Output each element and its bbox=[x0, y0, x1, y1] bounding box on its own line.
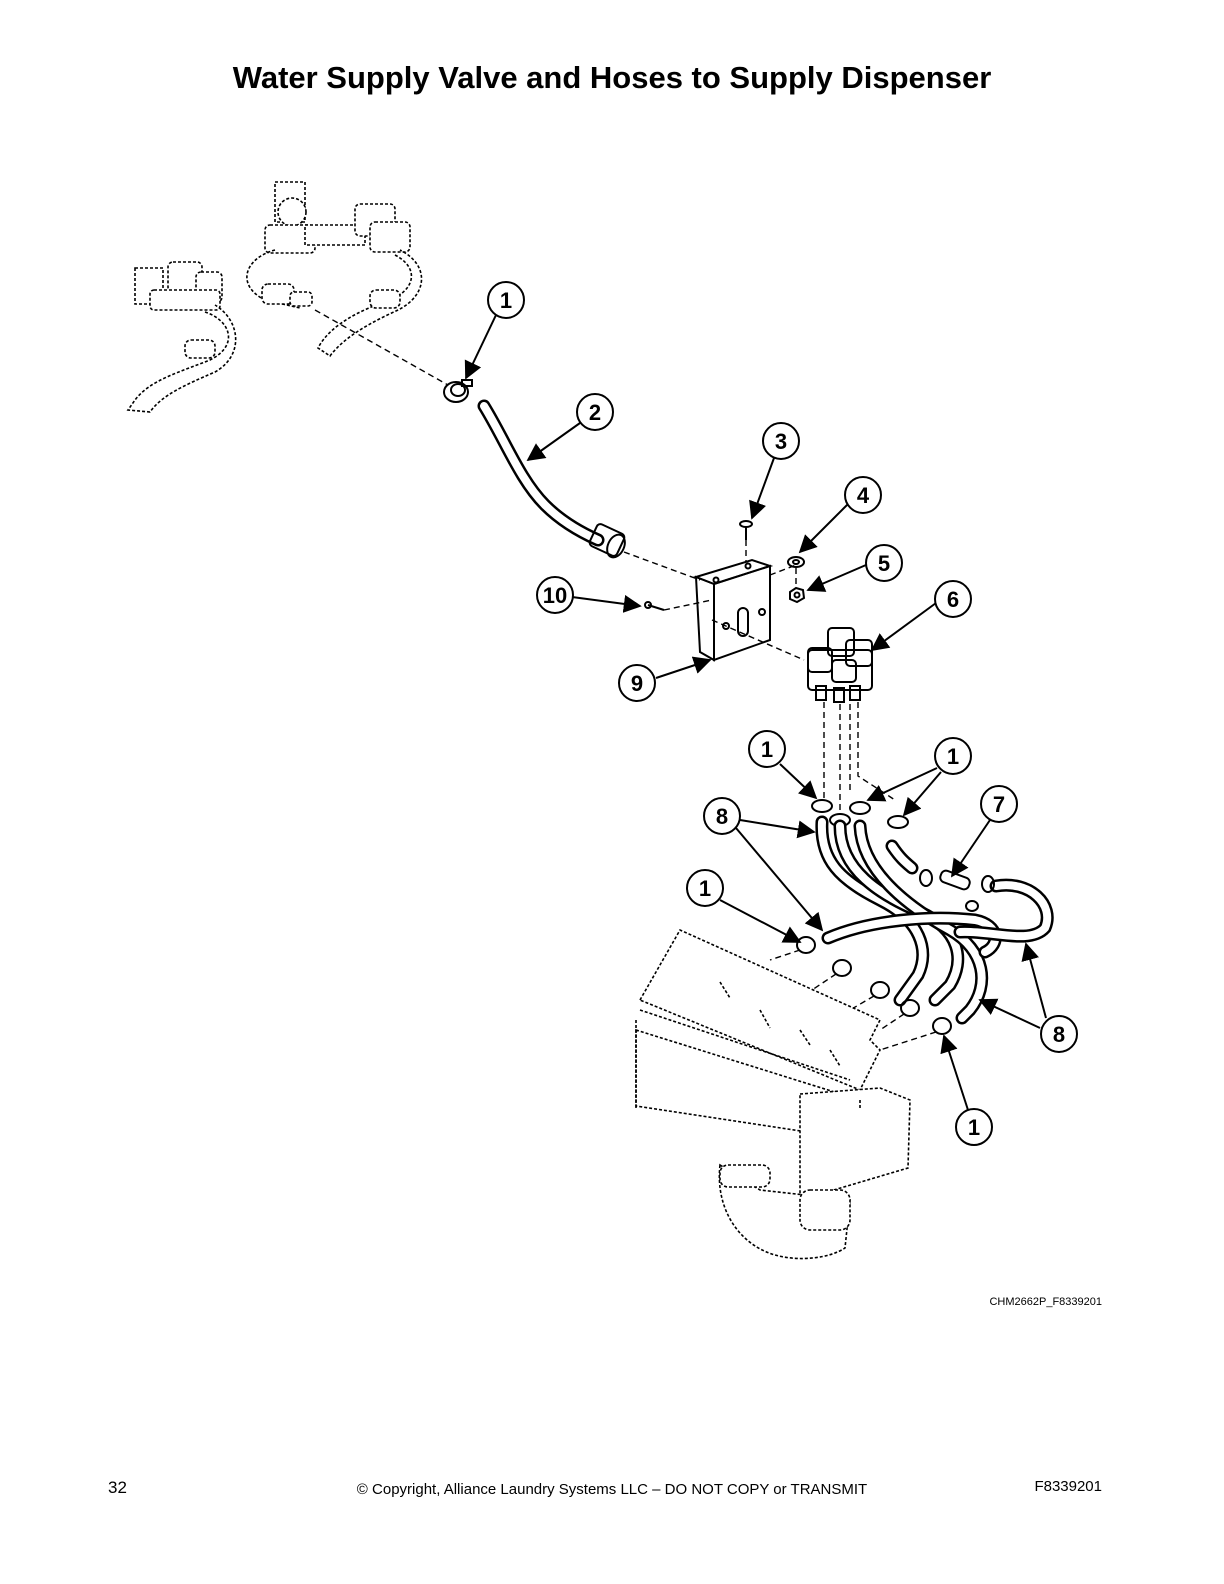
callout-part-2: 2 bbox=[576, 393, 614, 431]
callout-part-10: 10 bbox=[536, 576, 574, 614]
assembly-line bbox=[314, 309, 449, 386]
svg-text:1: 1 bbox=[761, 737, 773, 762]
callout-part-7: 7 bbox=[980, 785, 1018, 823]
callout-part-1-bottom: 1 bbox=[955, 1108, 993, 1146]
callout-part-1-left: 1 bbox=[748, 730, 786, 768]
callout-part-5: 5 bbox=[865, 544, 903, 582]
svg-text:2: 2 bbox=[589, 400, 601, 425]
assembly-line bbox=[623, 551, 701, 581]
document-number: F8339201 bbox=[1034, 1478, 1102, 1495]
washer-part-4 bbox=[787, 556, 805, 568]
svg-text:8: 8 bbox=[1053, 1022, 1065, 1047]
hoses-part-8 bbox=[815, 815, 1054, 1025]
svg-text:9: 9 bbox=[631, 671, 643, 696]
assembly-line bbox=[823, 702, 896, 812]
copyright-notice: © Copyright, Alliance Laundry Systems LL… bbox=[356, 1481, 868, 1498]
svg-text:10: 10 bbox=[543, 583, 567, 608]
water-valve-part-6 bbox=[807, 627, 873, 703]
assembly-line bbox=[663, 599, 713, 611]
figure-id: CHM2662P_F8339201 bbox=[989, 1296, 1102, 1308]
svg-text:4: 4 bbox=[857, 483, 870, 508]
hose-clamp-part-1 bbox=[443, 379, 473, 403]
svg-text:7: 7 bbox=[993, 792, 1005, 817]
existing-valve-assembly-right bbox=[246, 181, 423, 358]
svg-text:1: 1 bbox=[947, 744, 959, 769]
leader-lines bbox=[464, 314, 1047, 1111]
mounting-bracket-part-9 bbox=[692, 558, 774, 662]
existing-valve-assembly-left bbox=[126, 261, 237, 413]
svg-text:1: 1 bbox=[699, 876, 711, 901]
assembly-line bbox=[769, 949, 937, 1051]
callout-part-1-right: 1 bbox=[934, 737, 972, 775]
callout-part-4: 4 bbox=[844, 476, 882, 514]
callout-part-6: 6 bbox=[934, 580, 972, 618]
page-title: Water Supply Valve and Hoses to Supply D… bbox=[232, 60, 992, 95]
assembly-line bbox=[769, 564, 797, 576]
screw-part-10 bbox=[644, 601, 665, 611]
assembly-line bbox=[711, 619, 805, 661]
svg-text:6: 6 bbox=[947, 587, 959, 612]
callout-part-9: 9 bbox=[618, 664, 656, 702]
hose-clamps-lower-part-1 bbox=[796, 936, 952, 1035]
callout-part-1-middle: 1 bbox=[686, 869, 724, 907]
callout-part-8-right: 8 bbox=[1040, 1015, 1078, 1053]
supply-dispenser bbox=[635, 928, 911, 1260]
svg-text:3: 3 bbox=[775, 429, 787, 454]
svg-text:5: 5 bbox=[878, 551, 890, 576]
connector-part-7 bbox=[919, 869, 995, 912]
svg-text:1: 1 bbox=[968, 1115, 980, 1140]
page-number: 32 bbox=[108, 1478, 127, 1497]
supply-hose-part-2 bbox=[477, 399, 626, 559]
svg-text:1: 1 bbox=[500, 288, 512, 313]
svg-text:8: 8 bbox=[716, 804, 728, 829]
nut-part-5 bbox=[789, 586, 806, 604]
callout-part-8-left: 8 bbox=[703, 797, 741, 835]
callout-part-1-top: 1 bbox=[487, 281, 525, 319]
callout-part-3: 3 bbox=[762, 422, 800, 460]
screw-part-3 bbox=[739, 520, 753, 540]
